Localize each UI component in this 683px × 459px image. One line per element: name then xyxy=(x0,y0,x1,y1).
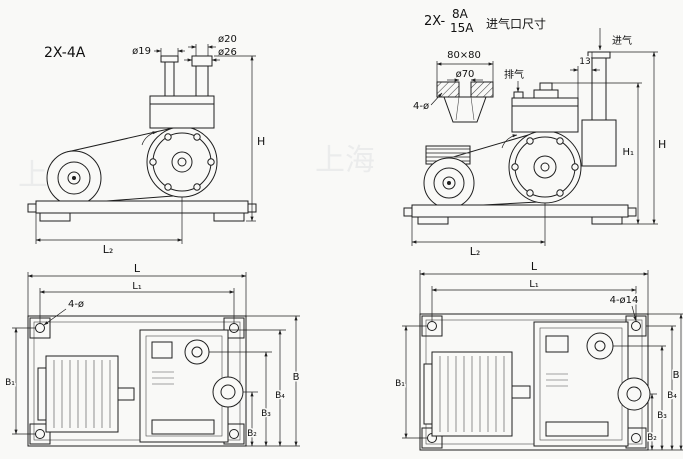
dim-label-holes: 4-ø xyxy=(68,299,84,310)
dim-height-H: H xyxy=(214,55,267,222)
mounting-hole xyxy=(631,433,641,443)
exhaust-label: 排气 xyxy=(504,68,524,81)
dim-height-H: H xyxy=(610,51,668,225)
dim-holes: 4-ø xyxy=(43,298,86,326)
dim-label-L: L xyxy=(531,260,538,273)
dim-length-L: L xyxy=(419,259,649,314)
dim-offset-13: 13 xyxy=(570,52,600,98)
pump-end-cover xyxy=(508,130,582,204)
mounting-hole xyxy=(229,323,239,333)
dim-label-B: B xyxy=(293,372,300,383)
dim-label-B4: B₄ xyxy=(275,391,285,401)
model-label-2x4a: 2X-4A xyxy=(44,45,86,61)
dim-width-B1: B₁ xyxy=(394,325,427,439)
belt-pulley xyxy=(46,150,102,206)
motor-fins xyxy=(53,360,111,428)
dim-label-L1: L₁ xyxy=(529,279,539,290)
dim-label-13: 13 xyxy=(579,57,590,67)
dim-width-B1: B₁ xyxy=(4,327,36,435)
view-2x8a15a-side: 2X- 8A 15A 进气口尺寸 80×80 ø70 4-ø xyxy=(403,7,668,260)
motor-fins xyxy=(439,356,505,432)
dim-label-holes: 4-ø14 xyxy=(610,295,639,306)
motor-plan xyxy=(37,355,135,433)
view-2x4a-plan: L L₁ 4-ø B₁ B₂ B₃ xyxy=(4,261,301,447)
mounting-hole xyxy=(631,321,641,331)
inlet-port-title: 进气口尺寸 xyxy=(486,16,546,31)
watermark-text: 上海 xyxy=(315,143,375,178)
rotation-arrow xyxy=(141,131,158,146)
model-label-prefix: 2X- xyxy=(424,14,446,29)
pump-end-cover xyxy=(146,126,218,198)
dim-length-L1: L₁ xyxy=(431,278,637,321)
dim-label-d20: ø20 xyxy=(218,34,237,45)
dim-label-B1: B₁ xyxy=(395,379,405,389)
view-2x4a-side: 2X-4A xyxy=(27,33,267,258)
dim-label-d19: ø19 xyxy=(132,46,151,57)
intake-assembly xyxy=(581,51,617,167)
model-variant-15a: 15A xyxy=(450,21,474,35)
rotation-arrow xyxy=(501,134,518,149)
dim-label-H: H xyxy=(257,135,265,148)
dim-width-right: B₂ B₃ B₄ B xyxy=(613,313,683,451)
oil-separator-housing xyxy=(149,95,215,129)
flange-section-right xyxy=(470,81,494,98)
base-plate xyxy=(403,204,637,225)
model-variant-8a: 8A xyxy=(452,7,469,21)
belt-pulley xyxy=(423,157,475,209)
exhaust-pipe xyxy=(191,55,213,97)
base-plate xyxy=(27,200,257,222)
view-2x8a15a-plan: L L₁ 4-ø14 B₁ B₂ B xyxy=(394,259,683,451)
dim-label-B2: B₂ xyxy=(247,429,257,439)
motor-shaft xyxy=(511,385,531,399)
dim-label-L2: L₂ xyxy=(103,243,114,256)
dim-label-80x80: 80×80 xyxy=(447,50,481,61)
dim-label-d70: ø70 xyxy=(456,69,475,80)
dim-label-H1: H₁ xyxy=(622,147,634,158)
dim-length-L2: L₂ xyxy=(411,203,546,260)
dim-label-H: H xyxy=(658,138,666,151)
pump-body-plan xyxy=(533,321,651,447)
inlet-port-detail: 80×80 ø70 4-ø xyxy=(412,49,494,123)
exhaust-port-plan xyxy=(212,376,244,408)
dim-label-4-holes: 4-ø xyxy=(413,101,429,112)
dim-label-L1: L₁ xyxy=(132,281,142,292)
intake-label: 进气 xyxy=(612,34,632,47)
inlet-port-plan xyxy=(586,332,614,360)
dim-label-L: L xyxy=(134,262,141,275)
mounting-hole xyxy=(427,321,437,331)
motor-shaft xyxy=(117,387,135,401)
dim-label-B: B xyxy=(673,370,680,381)
dim-inlet-d19: ø19 xyxy=(131,45,185,59)
dim-label-B3: B₃ xyxy=(657,411,667,421)
dim-holes: 4-ø14 xyxy=(608,294,640,322)
exhaust-port-plan xyxy=(617,377,651,411)
dim-label-B1: B₁ xyxy=(5,378,15,388)
dim-label-B4: B₄ xyxy=(667,391,677,401)
mounting-hole xyxy=(229,429,239,439)
dim-label-B3: B₃ xyxy=(261,409,271,419)
dim-label-L2: L₂ xyxy=(470,245,481,258)
oil-separator-housing xyxy=(511,82,579,133)
dim-length-L2: L₂ xyxy=(35,197,183,258)
motor-plan xyxy=(423,351,531,437)
dim-length-L: L xyxy=(27,261,247,316)
dim-width-right: B₂ B₃ B₄ B xyxy=(209,315,301,447)
dim-label-B2: B₂ xyxy=(647,433,657,443)
inlet-port-plan xyxy=(184,339,210,365)
dim-height-H1: H₁ xyxy=(552,82,642,225)
dim-length-L1: L₁ xyxy=(39,280,235,323)
inlet-pipe xyxy=(160,55,179,97)
port-funnel xyxy=(443,96,487,123)
pump-body-plan xyxy=(139,329,244,443)
